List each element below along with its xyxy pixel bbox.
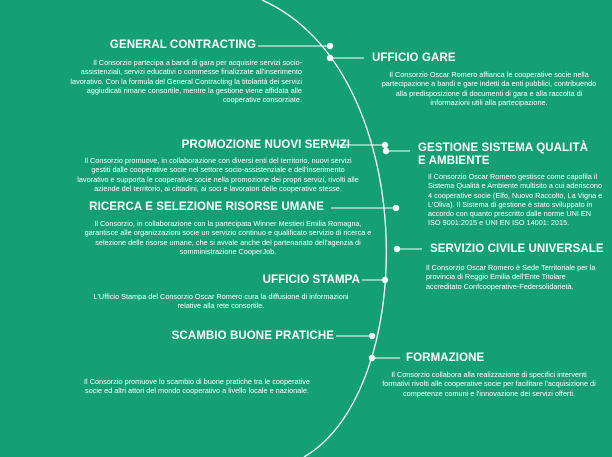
ricerca-selezione-title: RICERCA E SELEZIONE RISORSE UMANE <box>89 201 324 213</box>
gestione-qualita-text: Il Consorzio Oscar Romero gestisce come … <box>428 172 603 228</box>
formazione-title: FORMAZIONE <box>406 352 485 364</box>
gestione-qualita-title-line2: E AMBIENTE <box>418 155 490 167</box>
general-contracting-title: GENERAL CONTRACTING <box>109 39 256 51</box>
node-scambio <box>368 332 376 340</box>
node-servizio-civile <box>393 245 401 253</box>
servizio-civile-title: SERVIZIO CIVILE UNIVERSALE <box>430 243 604 255</box>
ufficio-gare-text: Il Consorzio Oscar Romero affianca le co… <box>381 70 597 107</box>
ufficio-gare-title: UFFICIO GARE <box>372 52 456 64</box>
formazione-text: Il Consorzio collabora alla realizzazion… <box>382 370 596 398</box>
promozione-nuovi-servizi-text: Il Consorzio promuove, in collaborazione… <box>77 156 359 193</box>
promozione-nuovi-servizi-title: PROMOZIONE NUOVI SERVIZI <box>181 139 350 151</box>
ufficio-stampa-title: UFFICIO STAMPA <box>262 274 360 286</box>
node-qualita <box>382 147 390 155</box>
scambio-buone-pratiche-title: SCAMBIO BUONE PRATICHE <box>171 330 334 342</box>
node-ricerca <box>392 204 400 212</box>
node-ufficio-gare <box>326 54 334 62</box>
ricerca-selezione-text: Il Consorzio, in collaborazione con la p… <box>84 219 372 256</box>
node-formazione <box>368 354 376 362</box>
general-contracting-text: Il Consorzio partecipa a bandi di gara p… <box>70 58 302 105</box>
scambio-buone-pratiche-text: Il Consorzio promuove lo scambio di buon… <box>84 377 310 396</box>
ufficio-stampa-text: L'Ufficio Stampa del Consorzio Oscar Rom… <box>93 292 349 311</box>
gestione-qualita-title-line1: GESTIONE SISTEMA QUALITÀ <box>418 142 589 154</box>
node-general-contracting <box>326 42 334 50</box>
node-ufficio-stampa <box>381 276 389 284</box>
servizio-civile-text: Il Consorzio Oscar Romero è Sede Territo… <box>426 263 596 291</box>
node-promozione <box>381 141 389 149</box>
